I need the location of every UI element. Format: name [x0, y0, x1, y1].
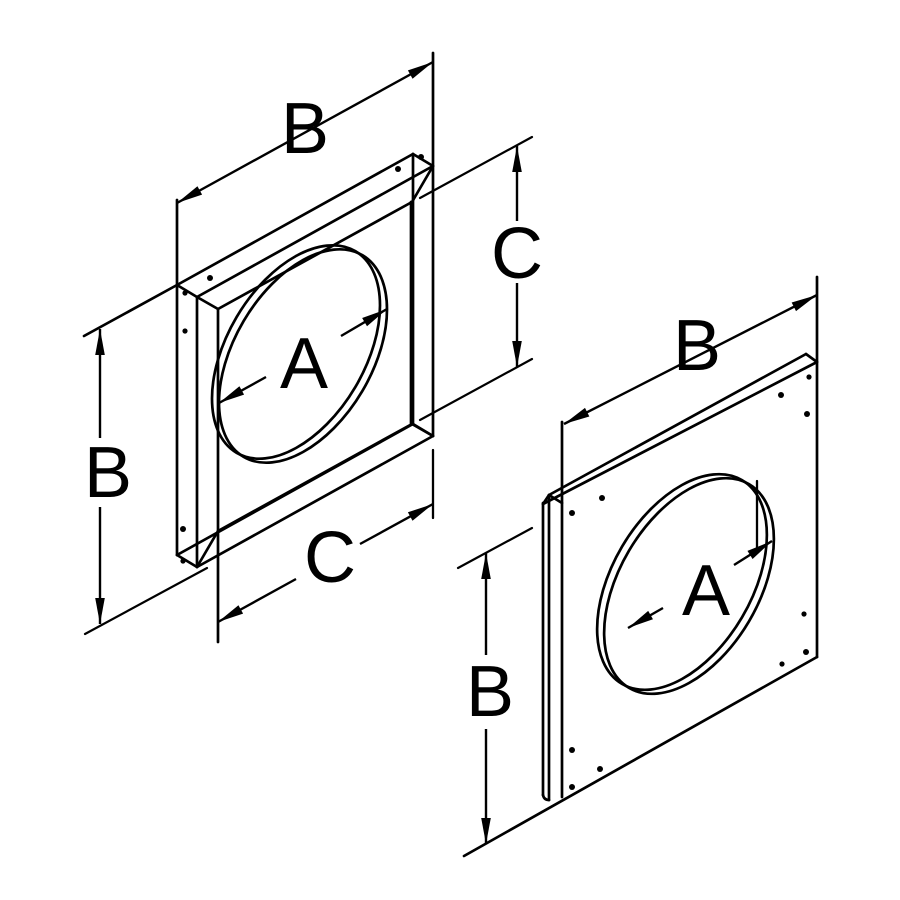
dimension-b-left-rear: B	[456, 526, 534, 844]
miter-seam-bl	[195, 529, 220, 569]
hole-outer-ring	[604, 442, 774, 730]
plate-back-outline	[82, 152, 415, 557]
dim-label-a-front: A	[280, 324, 328, 404]
screw-hole	[801, 611, 807, 617]
hole-inner-ring	[212, 209, 380, 494]
screw-hole	[207, 275, 213, 281]
screw-hole	[569, 784, 575, 790]
corner-connector-tl	[175, 283, 199, 299]
screw-hole	[569, 510, 575, 516]
extension-tick-bottom	[83, 566, 209, 636]
dim-label-b-top-front: B	[281, 89, 329, 169]
front-top-edge	[195, 164, 435, 299]
front-plate-view	[82, 51, 435, 644]
dimension-b-top-front: B	[176, 60, 434, 205]
hole-inner-ring	[597, 438, 767, 726]
screw-hole	[803, 649, 809, 655]
screw-hole	[180, 526, 186, 532]
inner-bottom-edge	[216, 422, 414, 533]
screw-hole	[804, 411, 810, 417]
dimension-a-front: A	[218, 307, 388, 405]
dim-label-c-right-front: C	[491, 214, 543, 294]
top-hem-facet	[804, 352, 819, 364]
screw-hole	[597, 766, 603, 772]
dimension-a-rear: A	[627, 539, 773, 631]
miter-seam-br	[410, 422, 435, 438]
screw-hole	[182, 290, 188, 296]
extension-tick-top	[418, 135, 534, 200]
dimension-line-right	[359, 502, 434, 546]
screw-hole	[599, 495, 605, 501]
dim-label-a-rear: A	[682, 551, 730, 631]
center-hole	[597, 438, 774, 730]
screw-hole	[806, 374, 812, 380]
bottom-edge	[462, 655, 819, 858]
screw-hole	[779, 661, 785, 667]
dim-label-b-left-rear: B	[466, 652, 514, 732]
dimension-b-top-rear: B	[563, 293, 818, 426]
screw-hole	[182, 328, 188, 334]
extension-tick-top	[456, 526, 534, 570]
dim-label-b-top-rear: B	[673, 306, 721, 386]
dimension-line-right	[340, 307, 388, 338]
screw-hole	[395, 166, 401, 172]
extension-tick-bottom	[418, 357, 534, 422]
dim-label-b-left-front: B	[84, 433, 132, 513]
dimension-line-right	[733, 539, 773, 567]
back-top-edge	[82, 152, 415, 338]
corner-connector-bl	[175, 553, 199, 569]
miter-seam-tl	[195, 295, 220, 311]
front-bottom-edge	[195, 434, 435, 569]
dimension-c-bottom-front: C	[217, 502, 434, 624]
dimension-line-left	[218, 375, 267, 405]
screw-hole	[778, 392, 784, 398]
dimension-line-left	[217, 577, 297, 624]
left-fold-flange	[541, 420, 564, 802]
dimension-line	[563, 293, 818, 426]
dim-label-c-bottom-front: C	[304, 518, 356, 598]
dimension-line-left	[627, 606, 664, 630]
screw-hole	[180, 558, 186, 564]
dimension-line	[176, 60, 434, 205]
dimension-c-right-front: C	[418, 135, 543, 422]
screw-hole	[569, 747, 575, 753]
screw-hole	[418, 154, 424, 160]
dimension-b-left-front: B	[83, 329, 209, 636]
